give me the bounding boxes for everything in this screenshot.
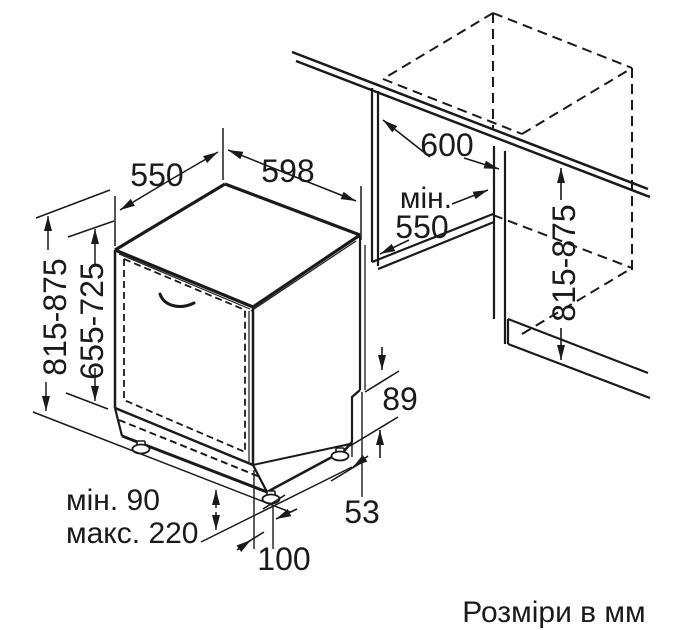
dimension-niche-depth-min: мін. 550 <box>379 182 489 255</box>
diagram-caption: Розміри в мм <box>462 596 645 629</box>
dimension-door-panel-height: 655-725 <box>65 220 115 410</box>
countertop <box>291 50 651 199</box>
dimension-appliance-depth: 550 <box>114 128 224 246</box>
front-left-foot <box>131 440 151 455</box>
niche-volume-cube <box>382 12 633 335</box>
dimension-niche-width: 600 <box>382 119 500 170</box>
dim-label-550: 550 <box>130 157 183 193</box>
niche-side-wall <box>370 88 507 344</box>
dim-label-815-875-left: 815-875 <box>37 258 73 375</box>
dimension-niche-height: 815-875 <box>546 168 582 360</box>
dim-label-89: 89 <box>382 381 418 417</box>
dimension-appliance-width: 598 <box>227 149 362 240</box>
dimension-front-foot-offset: 100 <box>236 470 311 577</box>
dim-label-100: 100 <box>257 541 310 577</box>
dim-label-655-725: 655-725 <box>74 262 110 379</box>
dim-label-600: 600 <box>420 127 473 163</box>
dim-label-815-875-right: 815-875 <box>546 204 582 321</box>
dim-label-598: 598 <box>261 153 314 189</box>
door-panel-outline <box>123 257 246 454</box>
dimension-plinth-adjustment: мін. 90 макс. 220 <box>66 466 353 550</box>
dim-label-min-90: мін. 90 <box>66 484 160 517</box>
rear-right-foot <box>330 447 350 462</box>
dishwasher-body <box>113 182 366 494</box>
dimension-appliance-height: 815-875 <box>32 189 291 513</box>
dim-label-53: 53 <box>344 494 380 530</box>
dim-label-min-550: 550 <box>395 209 448 245</box>
dimension-rear-offsets: 89 53 <box>330 347 418 530</box>
door-handle <box>158 292 196 308</box>
dim-label-min-prefix: мін. <box>400 182 452 215</box>
dim-label-max-220: макс. 220 <box>66 517 199 550</box>
plinth-panel <box>506 317 651 400</box>
